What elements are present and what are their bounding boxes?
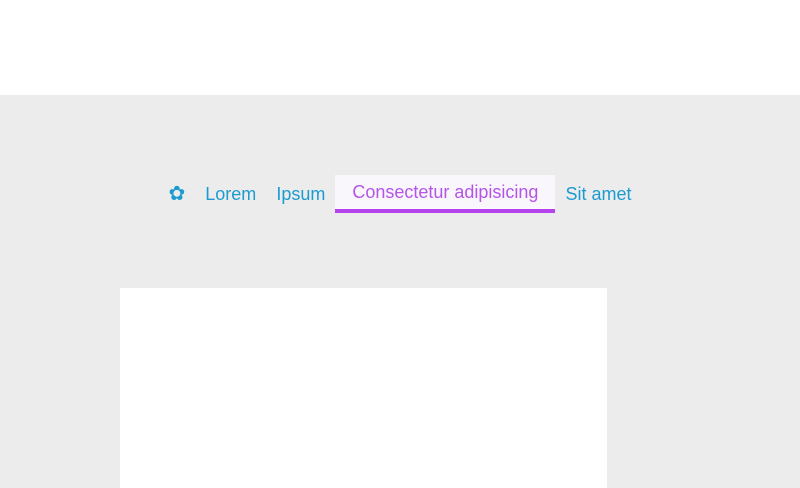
nav-item-sit-amet[interactable]: Sit amet xyxy=(565,183,632,204)
flower-icon: ✿ xyxy=(168,183,186,205)
nav-item-lorem[interactable]: Lorem xyxy=(205,183,257,204)
home-link[interactable]: ✿ xyxy=(159,175,196,213)
content-panel xyxy=(120,288,607,488)
top-header-strip xyxy=(0,0,800,95)
nav-item-ipsum[interactable]: Ipsum xyxy=(276,183,326,204)
nav-item-consectetur-active-tab[interactable]: Consectetur adipisicing xyxy=(335,175,556,213)
main-nav: ✿ Lorem Ipsum Consectetur adipisicing Si… xyxy=(0,175,800,213)
